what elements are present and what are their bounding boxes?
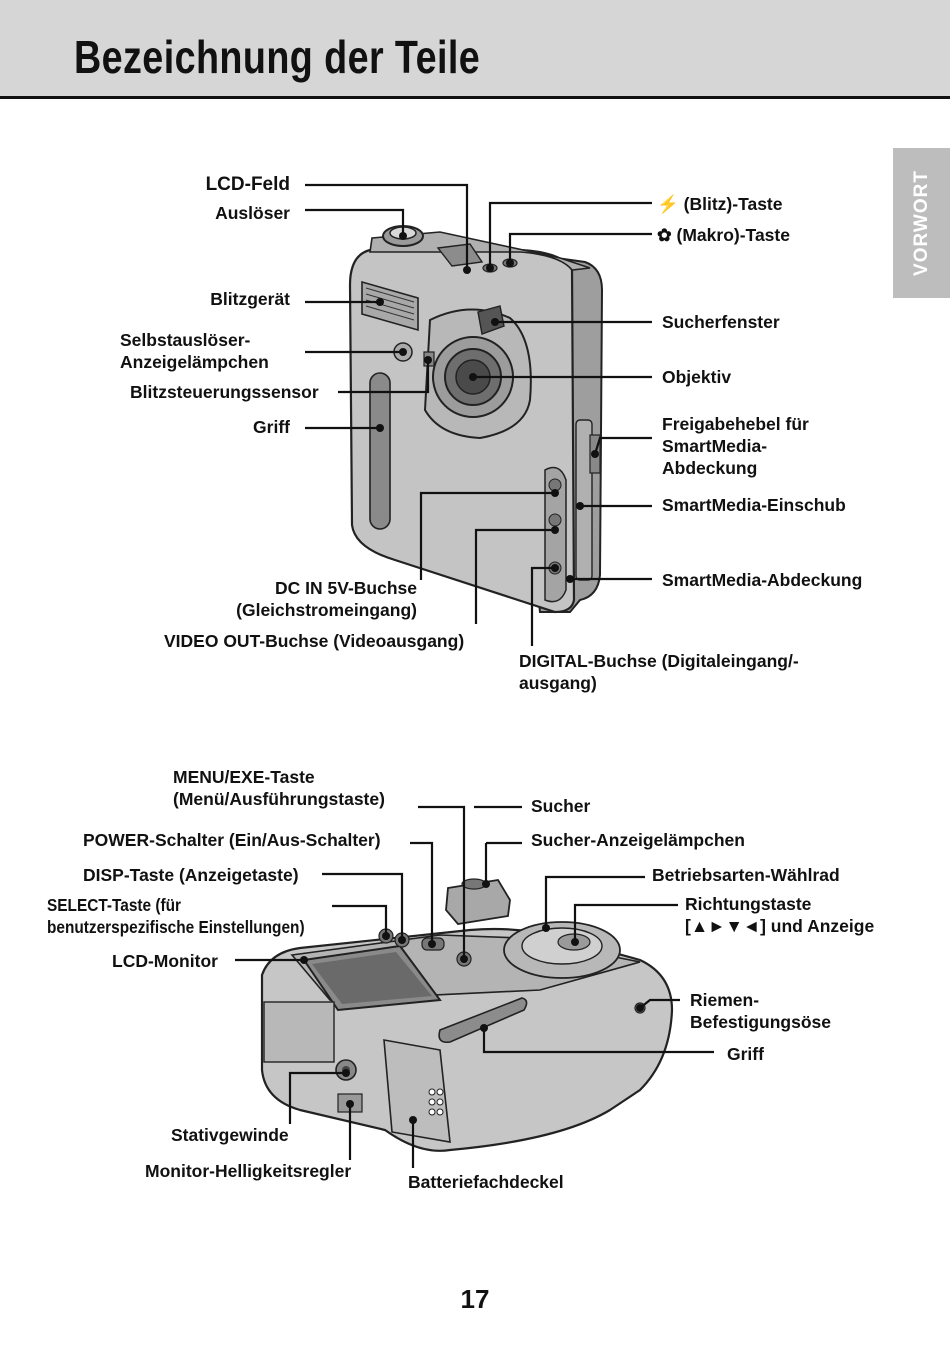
leader-dots-top [376, 232, 599, 583]
label-menu-exe-2: (Menü/Ausführungstaste) [173, 789, 385, 809]
label-riemen-2: Befestigungsöse [690, 1012, 831, 1032]
label-makro-taste: ✿ (Makro)-Taste [657, 225, 790, 245]
label-dc-in-1: DC IN 5V-Buchse [275, 578, 417, 598]
camera-front-illustration [348, 225, 604, 614]
label-select-1: SELECT-Taste (für [47, 895, 182, 915]
label-griff-top: Griff [253, 417, 290, 437]
header-rule [0, 96, 950, 99]
label-sucher-anzeige: Sucher-Anzeigelämpchen [531, 830, 745, 850]
leader-dots-bottom [300, 880, 644, 1124]
label-blitz-taste: ⚡ (Blitz)-Taste [657, 194, 783, 214]
label-betriebsarten: Betriebsarten-Wählrad [652, 865, 840, 885]
label-disp: DISP-Taste (Anzeigetaste) [83, 865, 299, 885]
label-freigabe-3: Abdeckung [662, 458, 758, 478]
label-stativgewinde: Stativgewinde [171, 1125, 289, 1145]
label-freigabe-1: Freigabehebel für [662, 414, 809, 434]
label-menu-exe-1: MENU/EXE-Taste [173, 767, 315, 787]
section-tab: VORWORT [893, 148, 950, 298]
label-select-2: benutzerspezifische Einstellungen) [47, 917, 305, 937]
label-blitzsteuerungssensor: Blitzsteuerungssensor [130, 382, 319, 402]
label-smartmedia-einschub: SmartMedia-Einschub [662, 495, 846, 515]
label-lcd-feld: LCD-Feld [205, 174, 290, 195]
header-bar [0, 0, 950, 96]
label-digital-2: ausgang) [519, 673, 597, 693]
label-blitzgeraet: Blitzgerät [210, 289, 290, 309]
label-power: POWER-Schalter (Ein/Aus-Schalter) [83, 830, 381, 850]
label-richtungstaste-2: [▲►▼◄] und Anzeige [685, 916, 875, 936]
label-objektiv: Objektiv [662, 367, 732, 387]
label-sucher: Sucher [531, 796, 591, 816]
label-batteriefach: Batteriefachdeckel [408, 1172, 564, 1192]
label-richtungstaste-1: Richtungstaste [685, 894, 812, 914]
label-freigabe-2: SmartMedia- [662, 436, 768, 456]
label-riemen-1: Riemen- [690, 990, 760, 1010]
leader-lines-top [305, 183, 652, 646]
label-selbstausloeser-2: Anzeigelämpchen [120, 352, 269, 372]
label-griff-bottom: Griff [727, 1044, 764, 1064]
label-video-out: VIDEO OUT-Buchse (Videoausgang) [164, 631, 465, 651]
label-ausloeser: Auslöser [215, 203, 290, 223]
label-lcd-monitor: LCD-Monitor [112, 951, 218, 971]
label-smartmedia-abdeckung: SmartMedia-Abdeckung [662, 570, 863, 590]
label-selbstausloeser-1: Selbstauslöser- [120, 330, 251, 350]
camera-back-illustration [260, 878, 674, 1152]
leader-lines-bottom [235, 805, 714, 1168]
label-sucherfenster: Sucherfenster [662, 312, 780, 332]
label-monitor-helligkeit: Monitor-Helligkeitsregler [145, 1161, 352, 1181]
label-digital-1: DIGITAL-Buchse (Digitaleingang/- [519, 651, 799, 671]
label-dc-in-2: (Gleichstromeingang) [236, 600, 417, 620]
page-number: 17 [460, 1284, 490, 1314]
page-title: Bezeichnung der Teile [74, 31, 481, 83]
